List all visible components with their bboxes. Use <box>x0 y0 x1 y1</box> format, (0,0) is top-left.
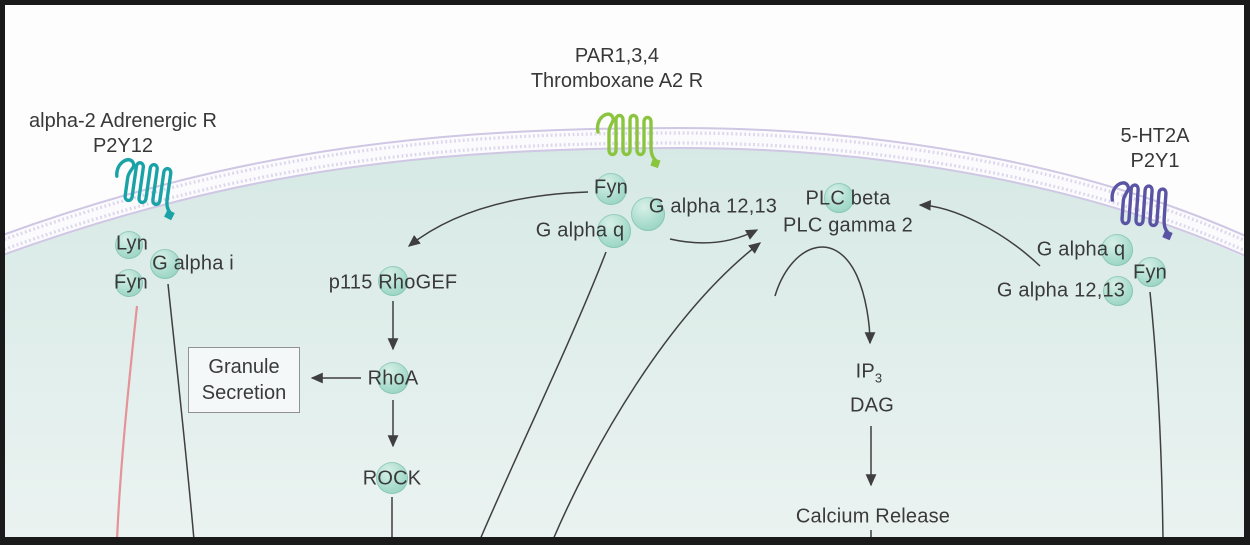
node-circle-plc-beta <box>824 183 854 213</box>
arrow-bottom-to-plcgamma2 <box>551 242 762 543</box>
frame-left <box>0 0 5 545</box>
receptor-label-5ht2a-p2y1: 5-HT2A P2Y1 <box>1121 124 1190 174</box>
arrow-fyn-to-p115-rhogef <box>407 191 589 247</box>
membrane-lipid-dots-inner <box>0 141 1250 255</box>
node-circle-g-alpha-1213-right <box>1103 276 1133 306</box>
node-circle-g-alpha-q-center <box>597 214 631 248</box>
ip3-main: IP <box>855 360 875 383</box>
frame-top <box>0 0 1250 5</box>
node-label-plc-gamma-2: PLC gamma 2 <box>782 214 914 237</box>
arrow-galpha1213-to-plcgamma2 <box>669 229 759 244</box>
node-label-rhoa: RhoA <box>367 367 419 390</box>
line-galphaq-center-down <box>478 251 607 543</box>
membrane-edge-outer <box>0 126 1250 239</box>
node-label-dag: DAG <box>850 394 894 417</box>
node-label-ip3: IP3 <box>856 361 883 386</box>
node-label-rock: ROCK <box>362 467 422 490</box>
arrow-plc-to-ip3 <box>774 246 876 345</box>
gpcr-icon-5ht2a-p2y1 <box>1110 181 1173 241</box>
plasma-membrane <box>0 126 1250 259</box>
membrane-edge-inner <box>0 146 1250 259</box>
gpcr-icon-alpha2-adrenergic <box>115 158 175 221</box>
node-circle-g-alpha-q-right <box>1101 234 1133 266</box>
receptor-label-alpha2-adrenergic: alpha-2 Adrenergic R P2Y12 <box>29 109 217 159</box>
connectors <box>115 191 1164 543</box>
node-circle-g-alpha-1213-center <box>631 197 665 231</box>
node-label-g-alpha-1213-right: G alpha 12,13 <box>996 279 1126 302</box>
node-label-g-alpha-i: G alpha i <box>152 252 234 275</box>
line-fyn-right-down <box>1149 291 1164 541</box>
receptor-label-line2: P2Y12 <box>92 135 154 157</box>
receptor-label-par-thromboxane: PAR1,3,4 Thromboxane A2 R <box>531 44 703 94</box>
receptor-label-line2: P2Y1 <box>1130 150 1180 172</box>
node-label-g-alpha-q-right: G alpha q <box>1036 238 1126 261</box>
node-circle-fyn-center <box>595 173 627 205</box>
node-label-fyn-left: Fyn <box>114 271 148 294</box>
node-circle-p115-rhogef <box>378 266 408 296</box>
node-label-plc-beta: PLC beta <box>805 187 891 210</box>
frame-bottom <box>0 537 1250 545</box>
gpcr-icon-par-thromboxane <box>595 112 661 169</box>
node-circle-g-alpha-i <box>150 249 180 279</box>
node-label-g-alpha-q-center: G alpha q <box>535 219 625 242</box>
line-fyn-left-red-down <box>115 305 139 541</box>
line-galphai-down <box>167 283 195 541</box>
node-circle-fyn-left <box>115 269 143 297</box>
granule-secretion-box: Granule Secretion <box>188 347 300 413</box>
ip3-subscript: 3 <box>874 370 883 386</box>
receptor-label-line1: PAR1,3,4 <box>574 45 660 67</box>
arrow-galphaq-right-to-plcbeta <box>918 199 1041 267</box>
node-label-lyn-left: Lyn <box>115 232 149 255</box>
frame-right <box>1244 0 1250 545</box>
receptor-label-line1: alpha-2 Adrenergic R <box>29 110 217 132</box>
receptor-label-line1: 5-HT2A <box>1120 125 1190 147</box>
receptor-label-line2: Thromboxane A2 R <box>530 70 704 92</box>
cell-body <box>0 138 1250 545</box>
node-circle-lyn-left <box>115 231 143 259</box>
membrane-lipid-dots-outer <box>0 131 1250 245</box>
node-label-fyn-center: Fyn <box>594 176 628 199</box>
node-label-fyn-right: Fyn <box>1133 261 1167 284</box>
granule-secretion-line1: Granule <box>208 356 280 378</box>
node-circle-fyn-right <box>1136 257 1166 287</box>
node-label-p115-rhogef: p115 RhoGEF <box>328 271 458 294</box>
node-circle-rock <box>376 462 408 494</box>
node-label-calcium-release: Calcium Release <box>795 505 951 528</box>
node-label-g-alpha-1213-center: G alpha 12,13 <box>648 195 778 218</box>
granule-secretion-line2: Secretion <box>201 382 287 404</box>
node-circle-rhoa <box>377 362 409 394</box>
